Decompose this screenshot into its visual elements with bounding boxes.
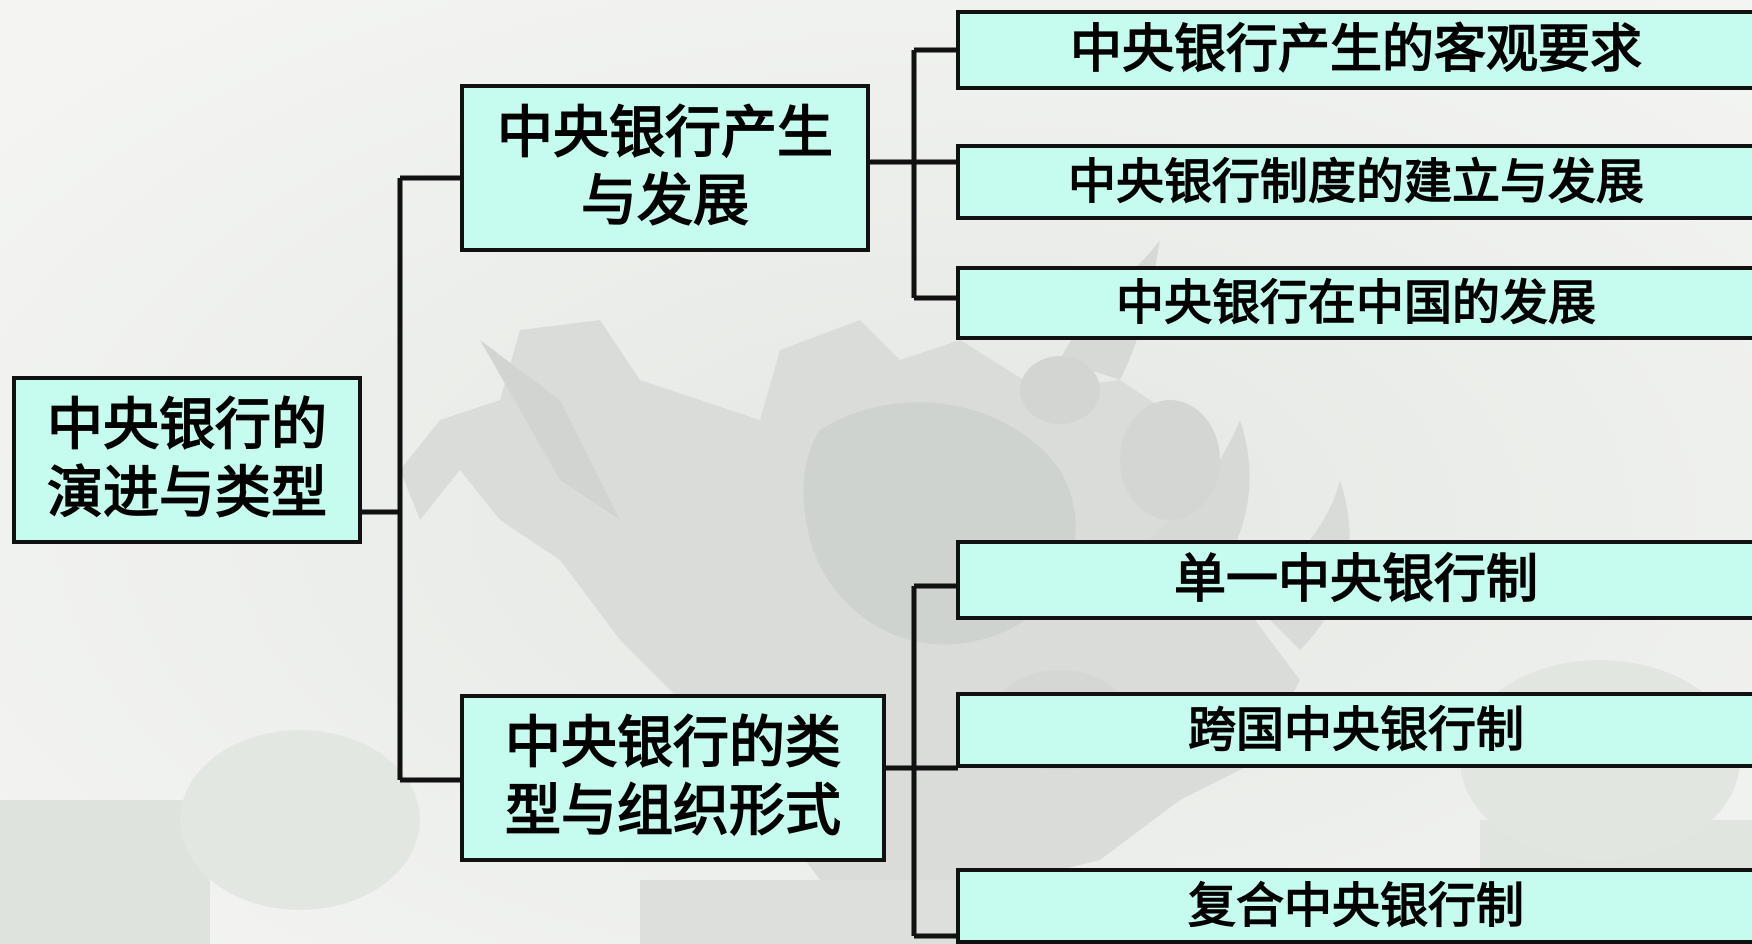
branch-node-types: 中央银行的类 型与组织形式 <box>460 694 886 862</box>
branch-node-origin: 中央银行产生 与发展 <box>460 84 870 252</box>
leaf-node-origin-2: 中央银行制度的建立与发展 <box>956 144 1752 220</box>
branch-types-line-2: 型与组织形式 <box>505 779 841 844</box>
leaf-types-1-label: 单一中央银行制 <box>1173 550 1538 610</box>
leaf-node-types-3: 复合中央银行制 <box>956 868 1752 944</box>
leaf-node-origin-3: 中央银行在中国的发展 <box>956 266 1752 340</box>
leaf-types-3-label: 复合中央银行制 <box>1187 878 1524 934</box>
root-node-line-1: 中央银行的 <box>47 393 327 458</box>
leaf-node-origin-1: 中央银行产生的客观要求 <box>956 10 1752 90</box>
branch-origin-line-2: 与发展 <box>581 169 749 234</box>
root-node-line-2: 演进与类型 <box>47 461 327 526</box>
leaf-node-types-1: 单一中央银行制 <box>956 540 1752 620</box>
root-node: 中央银行的 演进与类型 <box>12 376 362 544</box>
leaf-node-types-2: 跨国中央银行制 <box>956 692 1752 768</box>
leaf-origin-3-label: 中央银行在中国的发展 <box>1115 275 1596 331</box>
leaf-origin-2-label: 中央银行制度的建立与发展 <box>1067 154 1644 210</box>
branch-origin-line-1: 中央银行产生 <box>497 101 833 166</box>
branch-types-line-1: 中央银行的类 <box>505 711 841 776</box>
leaf-origin-1-label: 中央银行产生的客观要求 <box>1069 20 1642 80</box>
leaf-types-2-label: 跨国中央银行制 <box>1187 702 1524 758</box>
